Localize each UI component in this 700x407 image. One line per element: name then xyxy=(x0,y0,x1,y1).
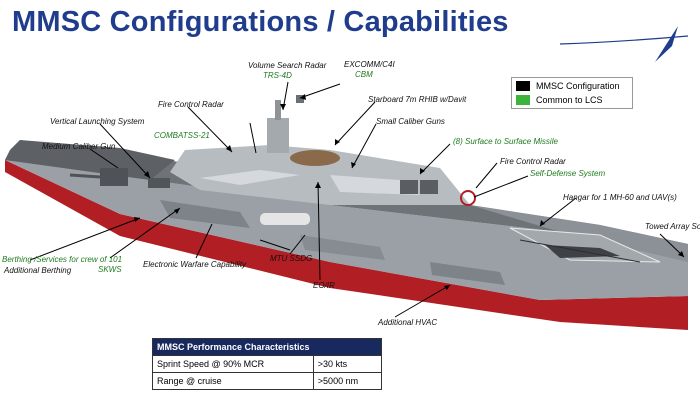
legend: MMSC Configuration Common to LCS xyxy=(511,77,633,109)
label-towed-array-sonar: Towed Array Sonar xyxy=(645,222,700,231)
label-additional-berthing: Additional Berthing xyxy=(4,266,72,275)
lockheed-star-logo xyxy=(560,26,689,62)
label-berthing-services: Berthing /Services for crew of 101 xyxy=(2,255,123,264)
leader-lines xyxy=(29,81,685,318)
label-medium-gun: Medium Caliber Gun xyxy=(42,142,116,151)
table-header-row: MMSC Performance Characteristics xyxy=(152,338,382,356)
legend-label: MMSC Configuration xyxy=(536,81,620,91)
label-electronic-warfare: Electronic Warfare Capability xyxy=(143,260,247,269)
label-skws: SKWS xyxy=(98,265,122,274)
label-fire-control-radar-2: Fire Control Radar xyxy=(500,157,566,166)
hull-red xyxy=(5,160,688,330)
label-surface-missile: (8) Surface to Surface Missile xyxy=(453,137,558,146)
medium-gun xyxy=(100,168,128,186)
legend-swatch-black xyxy=(516,81,530,91)
label-vls: Vertical Launching System xyxy=(50,117,145,126)
label-combatss: COMBATSS-21 xyxy=(154,131,210,140)
table-row: Range @ cruise >5000 nm xyxy=(152,372,383,390)
label-cbm: CBM xyxy=(355,70,373,79)
label-eo-ir: EO/IR xyxy=(313,281,335,290)
label-excomm: EXCOMM/C4I xyxy=(344,60,395,69)
row-name: Range @ cruise xyxy=(152,372,314,390)
table-header: MMSC Performance Characteristics xyxy=(152,338,382,356)
row-value: >30 kts xyxy=(312,355,383,373)
row-name: Sprint Speed @ 90% MCR xyxy=(152,355,314,373)
label-self-defense: Self-Defense System xyxy=(530,169,606,178)
label-hangar: Hangar for 1 MH-60 and UAV(s) xyxy=(563,193,677,202)
bow-deck xyxy=(5,140,175,180)
label-trs-4d: TRS-4D xyxy=(263,71,292,80)
label-small-caliber-guns: Small Caliber Guns xyxy=(376,117,445,126)
table-row: Sprint Speed @ 90% MCR >30 kts xyxy=(152,355,383,373)
hull-side xyxy=(5,150,688,300)
label-volume-search-radar: Volume Search Radar xyxy=(248,61,327,70)
page-title: MMSC Configurations / Capabilities xyxy=(12,6,509,38)
label-starboard-rhib: Starboard 7m RHIB w/Davit xyxy=(368,95,467,104)
row-value: >5000 nm xyxy=(312,372,383,390)
label-fire-control-radar-1: Fire Control Radar xyxy=(158,100,224,109)
legend-label: Common to LCS xyxy=(536,95,603,105)
label-additional-hvac: Additional HVAC xyxy=(378,318,438,327)
performance-table: MMSC Performance Characteristics Sprint … xyxy=(152,338,383,390)
legend-swatch-green xyxy=(516,95,530,105)
label-mtu-ssdg: MTU SSDG xyxy=(270,254,313,263)
mast xyxy=(267,118,289,153)
